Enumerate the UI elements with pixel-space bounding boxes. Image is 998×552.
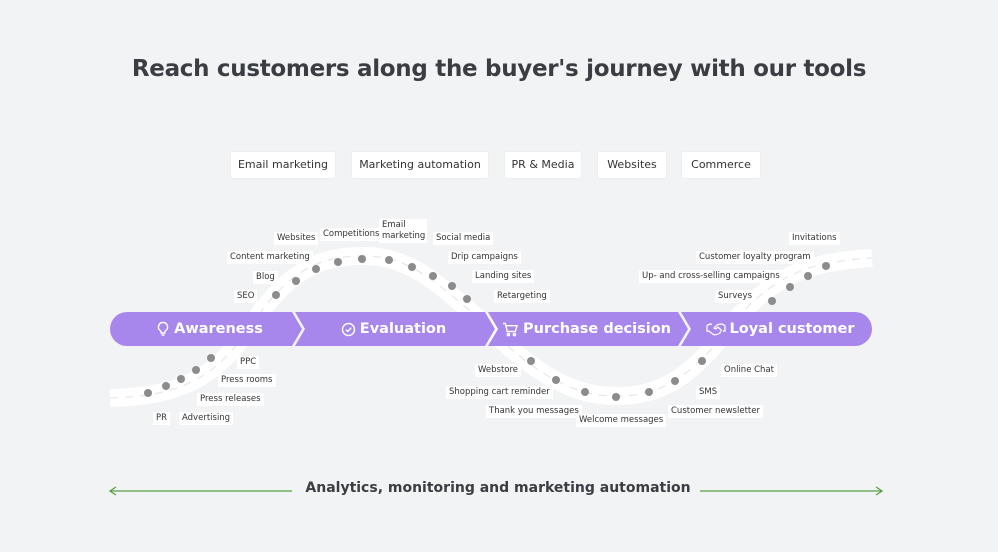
dot-thank-you-messages [581,388,589,396]
dot-press-rooms [192,366,200,374]
stage-evaluation[interactable]: Evaluation [302,312,485,346]
stage-bar [110,312,872,346]
tab-marketing-automation[interactable]: Marketing automation [352,152,488,178]
dot-invitations [822,262,830,270]
label-invitations: Invitations [789,232,840,245]
product-tabs: Email marketing Marketing automation PR … [0,152,998,178]
label-shopping-cart-reminder: Shopping cart reminder [446,386,553,399]
dot-advertising [162,382,170,390]
dot-upsell [786,283,794,291]
label-pr: PR [153,412,171,425]
dot-customer-newsletter [645,388,653,396]
label-email-marketing: Email marketing [379,219,427,243]
check-circle-icon [341,322,356,337]
label-loyalty-program: Customer loyalty program [696,251,814,264]
label-competitions: Competitions [320,228,383,241]
dot-pr [144,389,152,397]
dot-seo [272,291,280,299]
dot-shopping-cart-reminder [552,376,560,384]
stage-segment-evaluation [295,312,495,346]
handshake-icon [705,322,726,336]
dot-social-media [408,263,416,271]
stage-purchase-decision[interactable]: Purchase decision [495,312,678,346]
dot-landing-sites [448,282,456,290]
dot-loyalty [804,272,812,280]
dot-press-releases [177,375,185,383]
label-online-chat: Online Chat [721,364,777,377]
analytics-arrow [108,486,884,496]
dot-drip-campaigns [429,272,437,280]
dot-sms [671,377,679,385]
label-customer-newsletter: Customer newsletter [668,405,763,418]
arrow-head-left [108,486,117,496]
label-content-marketing: Content marketing [227,251,313,264]
label-ppc: PPC [237,356,260,369]
tab-websites[interactable]: Websites [598,152,666,178]
label-webstore: Webstore [475,364,522,377]
label-advertising: Advertising [179,412,234,425]
dot-online-chat [698,357,706,365]
label-press-releases: Press releases [197,393,264,406]
dot-email-marketing [385,256,393,264]
label-retargeting: Retargeting [494,290,550,303]
label-press-rooms: Press rooms [218,374,276,387]
stage-purchase-decision-label: Purchase decision [523,321,671,337]
dot-welcome-messages [612,393,620,401]
analytics-label: Analytics, monitoring and marketing auto… [305,480,691,496]
stage-segment-loyal [681,312,872,346]
label-landing-sites: Landing sites [472,270,535,283]
touchpoint-dots [144,255,830,401]
tab-pr-media[interactable]: PR & Media [505,152,581,178]
dot-blog [292,277,300,285]
dot-websites [334,258,342,266]
dot-webstore [527,357,535,365]
stage-awareness-label: Awareness [174,321,263,337]
dot-retargeting [463,295,471,303]
stage-loyal-customer-label: Loyal customer [729,321,855,337]
label-sms: SMS [696,386,721,399]
label-drip-campaigns: Drip campaigns [448,251,521,264]
page-title: Reach customers along the buyer's journe… [131,56,867,82]
stage-loyal-customer[interactable]: Loyal customer [688,312,872,346]
label-welcome-messages: Welcome messages [576,414,667,427]
label-surveys: Surveys [715,290,755,303]
stage-segment-purchase [488,312,688,346]
dot-content-marketing [312,265,320,273]
dot-ppc [207,354,215,362]
dot-surveys [768,297,776,305]
label-blog: Blog [253,271,278,284]
lightbulb-icon [156,321,170,337]
label-thank-you-messages: Thank you messages [486,405,582,418]
label-websites: Websites [274,232,319,245]
stage-evaluation-label: Evaluation [359,321,447,337]
stage-segment-awareness [110,312,302,346]
label-social-media: Social media [433,232,494,245]
stage-awareness[interactable]: Awareness [127,312,292,346]
label-upsell: Up- and cross-selling campaigns [639,270,783,283]
arrow-head-right [875,486,884,496]
label-seo: SEO [234,290,258,303]
tab-commerce[interactable]: Commerce [682,152,760,178]
shopping-cart-icon [502,322,519,337]
dot-competitions [358,255,366,263]
tab-email-marketing[interactable]: Email marketing [231,152,335,178]
